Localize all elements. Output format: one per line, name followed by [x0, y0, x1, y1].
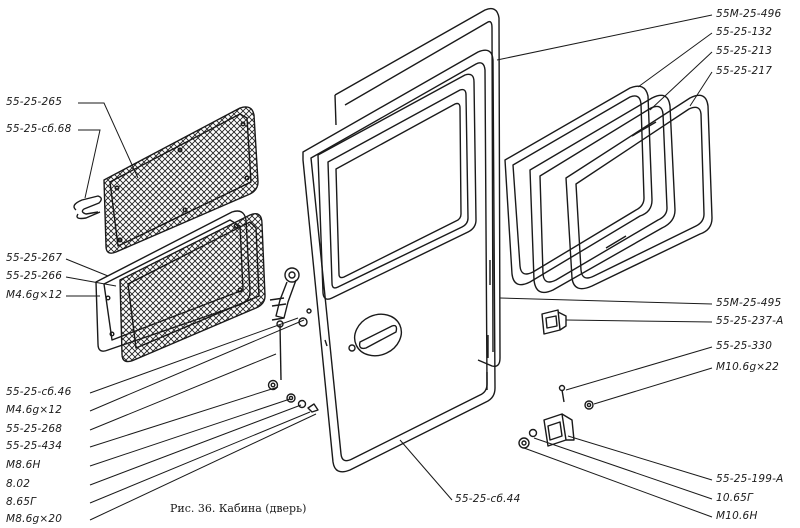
lower-hinge [543, 413, 575, 447]
label-55-25-268: 55-25-268 [6, 423, 63, 435]
clip-part [73, 195, 102, 220]
label-55-25-132: 55-25-132 [716, 26, 773, 38]
upholstery-panel-upper [103, 106, 259, 254]
window-channel [529, 94, 676, 294]
leader-lines [65, 14, 713, 521]
label-m10-6h: М10.6Н [716, 510, 758, 522]
label-55-25-199a: 55-25-199-А [716, 473, 784, 485]
label-55-25-330: 55-25-330 [716, 340, 773, 352]
window-run [565, 94, 713, 290]
upholstery-panel-lower [95, 210, 266, 363]
label-55-25-213: 55-25-213 [716, 45, 773, 57]
label-55-25-217: 55-25-217 [716, 65, 773, 77]
label-m4-6g-12-bottom: М4.6g×12 [6, 404, 63, 416]
lock-mechanism [267, 267, 319, 413]
label-55m-25-496: 55М-25-496 [716, 8, 782, 20]
label-10-65g: 10.65Г [716, 492, 754, 504]
label-55-25-265: 55-25-265 [6, 96, 63, 108]
label-55-25-sb46: 55-25-сб.46 [6, 386, 72, 398]
label-m10-6g-22: М10.6g×22 [716, 361, 780, 373]
label-55m-25-495: 55М-25-495 [716, 297, 782, 309]
figure-caption: Рис. 36. Кабина (дверь) [170, 502, 307, 515]
label-55-25-sb44: 55-25-сб.44 [455, 493, 521, 505]
upper-hinge [541, 309, 567, 335]
label-55-25-sb68: 55-25-сб.68 [6, 123, 72, 135]
label-8-65g: 8.65Г [6, 496, 37, 508]
label-55-25-266: 55-25-266 [6, 270, 63, 282]
label-55-25-237a: 55-25-237-А [716, 315, 784, 327]
label-m4-6g-12-top: М4.6g×12 [6, 289, 63, 301]
label-m8-6g-20: М8.6g×20 [6, 513, 63, 525]
label-m8-6h: М8.6Н [6, 459, 41, 471]
label-55-25-267: 55-25-267 [6, 252, 63, 264]
window-glass [504, 85, 653, 286]
label-8-02: 8.02 [6, 478, 31, 490]
door-panel [302, 49, 496, 473]
label-55-25-434: 55-25-434 [6, 440, 63, 452]
